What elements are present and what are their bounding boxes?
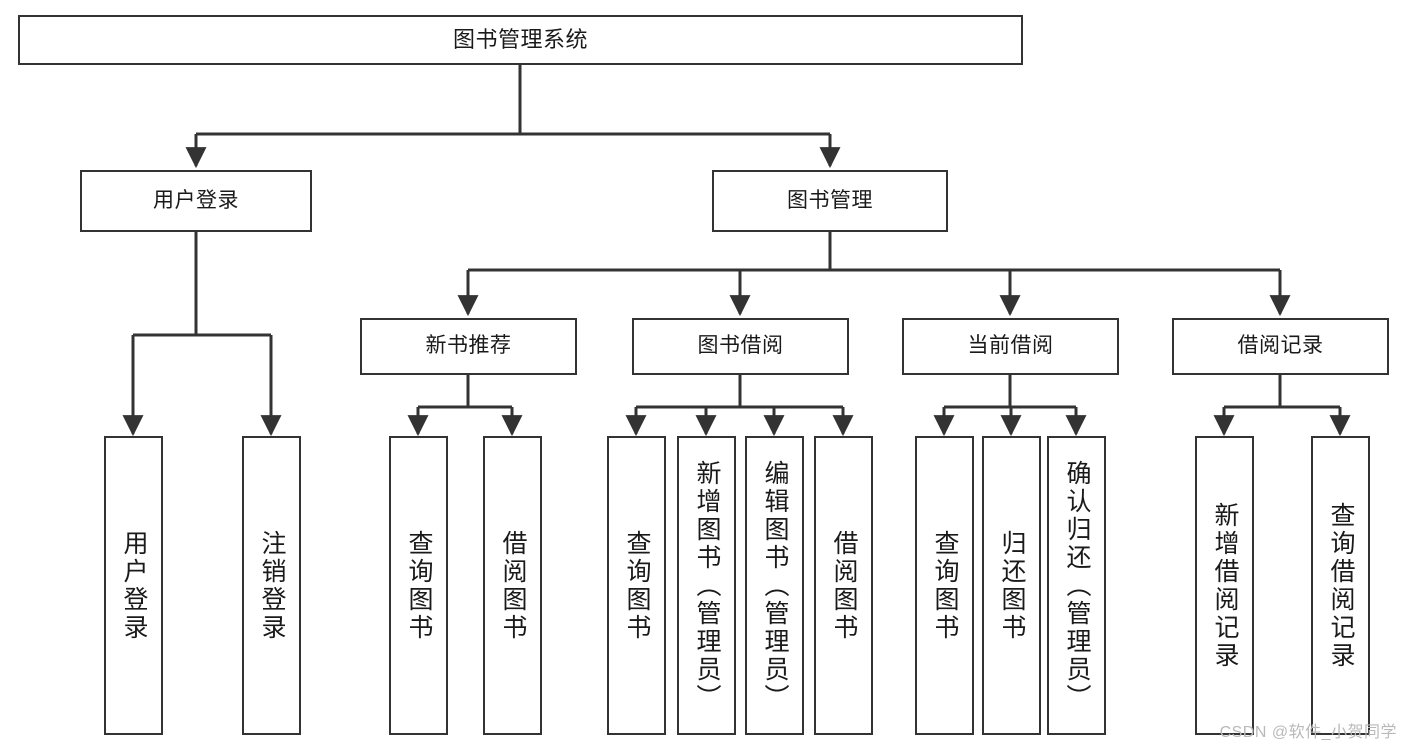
- leaf-query-book-current[interactable]: 查询图书: [915, 436, 974, 735]
- node-label: 图书管理系统: [452, 27, 588, 53]
- node-label: 查询借阅记录: [1327, 501, 1355, 670]
- leaf-query-book-borrow[interactable]: 查询图书: [607, 436, 666, 735]
- node-label: 确认归还（管理员）: [1063, 459, 1091, 712]
- node-label: 编辑图书（管理员）: [761, 459, 789, 712]
- node-label: 查询图书: [623, 529, 651, 642]
- node-label: 查询图书: [931, 529, 959, 642]
- leaf-add-book-admin[interactable]: 新增图书（管理员）: [677, 436, 736, 735]
- node-label: 用户登录: [120, 529, 148, 642]
- node-label: 借阅图书: [499, 529, 527, 642]
- node-label: 新增图书（管理员）: [693, 459, 721, 712]
- node-current-borrow[interactable]: 当前借阅: [902, 318, 1119, 375]
- node-label: 借阅图书: [830, 529, 858, 642]
- leaf-query-book-recommend[interactable]: 查询图书: [389, 436, 448, 735]
- node-root-book-management-system[interactable]: 图书管理系统: [18, 15, 1023, 65]
- node-label: 新书推荐: [425, 334, 512, 358]
- leaf-add-borrow-record[interactable]: 新增借阅记录: [1195, 436, 1254, 735]
- leaf-edit-book-admin[interactable]: 编辑图书（管理员）: [745, 436, 804, 735]
- node-label: 注销登录: [258, 529, 286, 642]
- leaf-logout-login[interactable]: 注销登录: [242, 436, 301, 735]
- node-label: 查询图书: [405, 529, 433, 642]
- node-user-login[interactable]: 用户登录: [80, 170, 312, 232]
- leaf-user-login[interactable]: 用户登录: [104, 436, 163, 735]
- node-label: 新增借阅记录: [1211, 501, 1239, 670]
- leaf-query-borrow-record[interactable]: 查询借阅记录: [1311, 436, 1370, 735]
- node-book-management[interactable]: 图书管理: [712, 170, 948, 232]
- leaf-borrow-book[interactable]: 借阅图书: [814, 436, 873, 735]
- node-new-book-recommend[interactable]: 新书推荐: [360, 318, 577, 375]
- leaf-borrow-book-recommend[interactable]: 借阅图书: [483, 436, 542, 735]
- node-borrow-record[interactable]: 借阅记录: [1172, 318, 1389, 375]
- node-label: 图书借阅: [697, 334, 784, 358]
- node-label: 归还图书: [998, 529, 1026, 642]
- node-label: 用户登录: [153, 188, 239, 212]
- node-book-borrow[interactable]: 图书借阅: [632, 318, 849, 375]
- leaf-confirm-return-admin[interactable]: 确认归还（管理员）: [1047, 436, 1106, 735]
- node-label: 图书管理: [787, 188, 873, 212]
- leaf-return-book[interactable]: 归还图书: [982, 436, 1041, 735]
- csdn-watermark: CSDN @软件_小贺同学: [1219, 724, 1397, 741]
- node-label: 当前借阅: [967, 334, 1054, 358]
- node-label: 借阅记录: [1237, 334, 1324, 358]
